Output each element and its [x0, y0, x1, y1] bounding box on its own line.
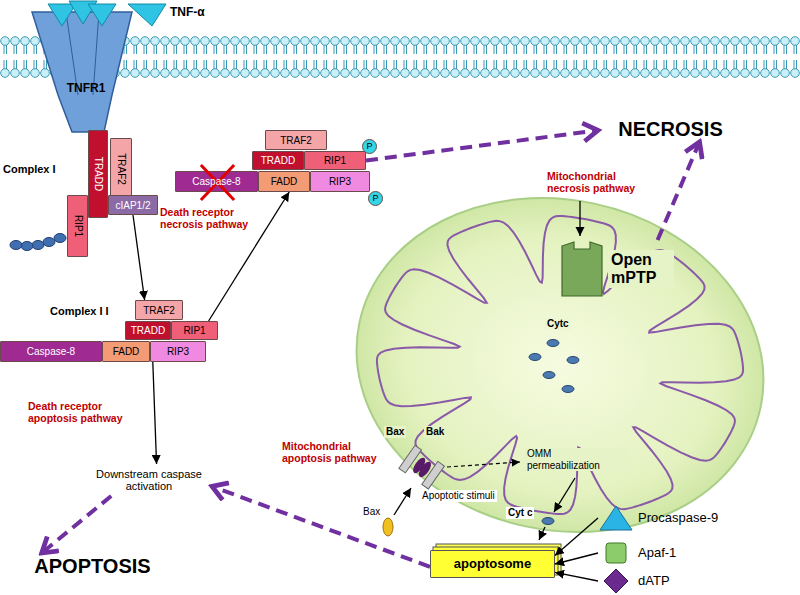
- protein-label: Bak: [424, 426, 446, 438]
- phospho-circle: P: [362, 139, 377, 154]
- reaction-arrow: [555, 553, 598, 564]
- node-text: RIP1: [72, 215, 83, 237]
- kinase-box: RIP1: [171, 321, 218, 340]
- node-text: Caspase-8: [27, 346, 75, 357]
- node-text: RIP1: [183, 325, 205, 336]
- outcome-label: APOPTOSIS: [20, 553, 165, 579]
- receptor-shape: [32, 12, 132, 132]
- process-label: OMM permeabilization: [525, 448, 629, 471]
- kinase-box: RIP3: [310, 171, 370, 192]
- cytochrome-c: [529, 340, 579, 525]
- node-text: NECROSIS: [618, 118, 722, 140]
- ligand-label: TNF-α: [170, 6, 205, 20]
- node-text: Apaf-1: [638, 546, 676, 560]
- tnf-ligand: [48, 4, 76, 26]
- pathway-label: Death receptor apoptosis pathway: [28, 400, 138, 424]
- adaptor-box: TRAF2: [135, 300, 183, 320]
- bax-bak-pore: [399, 445, 445, 489]
- adaptor-box: TRAF2: [110, 138, 132, 200]
- node-text: RIP3: [329, 176, 351, 187]
- node-text: apoptosome: [454, 557, 531, 571]
- release-arrow: [554, 478, 575, 512]
- pathway-label: Death receptor necrosis pathway: [160, 206, 256, 230]
- reaction-arrow: [555, 518, 598, 556]
- pathway-arrow: [212, 486, 430, 566]
- ubiquitin-chain: [10, 234, 66, 251]
- node-text: RIP3: [167, 346, 189, 357]
- node-text: FADD: [271, 176, 298, 187]
- tnf-icon: [128, 4, 166, 26]
- stimulus-arrow: [394, 488, 411, 515]
- node-symbol: [560, 240, 604, 298]
- node-symbol: [598, 503, 634, 533]
- reaction-arrow: [153, 362, 157, 464]
- node-text: P: [372, 194, 378, 204]
- pathway-arrow: [579, 201, 580, 236]
- node-symbol: [598, 568, 634, 594]
- node-text: TRADD: [93, 157, 104, 191]
- component-item: Apaf-1: [598, 539, 698, 567]
- phospho-circle: P: [368, 191, 383, 206]
- complex-box: apoptosome: [430, 550, 555, 578]
- receptor-label: TNFR1: [58, 80, 114, 98]
- stimulus-label: Apoptotic stimuli: [420, 490, 497, 502]
- tnf-ligand: [88, 4, 116, 26]
- pathway-arrow: [658, 142, 700, 240]
- node-text: TRAF2: [143, 305, 175, 316]
- mitochondrion: [325, 161, 795, 569]
- protein-label: Bax: [384, 426, 406, 438]
- pathway-label: Mitochondrial apoptosis pathway: [282, 440, 382, 464]
- kinase-box: RIP1: [304, 151, 366, 170]
- node-text: TRADD: [261, 155, 295, 166]
- protein-label: Bax: [363, 506, 380, 518]
- node-text: FADD: [113, 346, 140, 357]
- node-text: Caspase-8: [192, 176, 240, 187]
- permeabilization-arrow: [447, 462, 520, 467]
- adaptor-box: FADD: [258, 171, 310, 192]
- pathway-arrow: [42, 496, 111, 553]
- adaptor-box: FADD: [102, 341, 150, 362]
- node-text: Downstream caspase activation: [90, 468, 208, 492]
- molecule-label: Cyt c: [506, 507, 534, 519]
- complex-label: Complex I I: [50, 305, 109, 318]
- node-text: TRAF2: [116, 153, 127, 185]
- reaction-arrow: [555, 572, 598, 581]
- caspase-box: Caspase-8: [175, 171, 258, 192]
- node-text: cIAP1/2: [115, 200, 150, 211]
- bax-monomer: [383, 518, 393, 536]
- adaptor-box: TRAF2: [265, 130, 327, 150]
- pathway-label: Mitochondrial necrosis pathway: [545, 170, 649, 194]
- outcome-label: NECROSIS: [598, 116, 743, 142]
- node-text: TRADD: [131, 325, 165, 336]
- adaptor-box: TRADD: [125, 321, 171, 340]
- node-text: Open mPTP: [608, 250, 674, 287]
- caspase-box: Caspase-8: [0, 341, 102, 362]
- component-item: dATP: [598, 568, 698, 594]
- kinase-box: RIP3: [150, 341, 206, 362]
- release-arrow: [539, 527, 545, 540]
- node-text: RIP1: [324, 155, 346, 166]
- node-text: P: [366, 142, 372, 152]
- molecule-label: Cytc: [545, 318, 571, 330]
- cristae: [350, 182, 769, 548]
- node-text: TNFR1: [67, 82, 106, 95]
- node-text: dATP: [638, 574, 670, 588]
- adaptor-box: TRADD: [88, 130, 108, 218]
- kinase-box: RIP1: [67, 195, 88, 257]
- node-symbol: [598, 539, 634, 567]
- adaptor-box: TRADD: [252, 151, 304, 170]
- pore-box: Open mPTP: [560, 240, 682, 298]
- node-text: TRAF2: [280, 135, 312, 146]
- process-text: Downstream caspase activation: [86, 464, 212, 496]
- ligase-box: cIAP1/2: [108, 195, 158, 215]
- pathway-arrow: [366, 130, 598, 160]
- node-text: APOPTOSIS: [34, 555, 150, 577]
- component-item: Procaspase-9: [598, 503, 728, 533]
- node-text: Procaspase-9: [638, 511, 718, 525]
- complex-label: Complex I: [3, 163, 56, 176]
- reaction-arrow: [133, 215, 145, 300]
